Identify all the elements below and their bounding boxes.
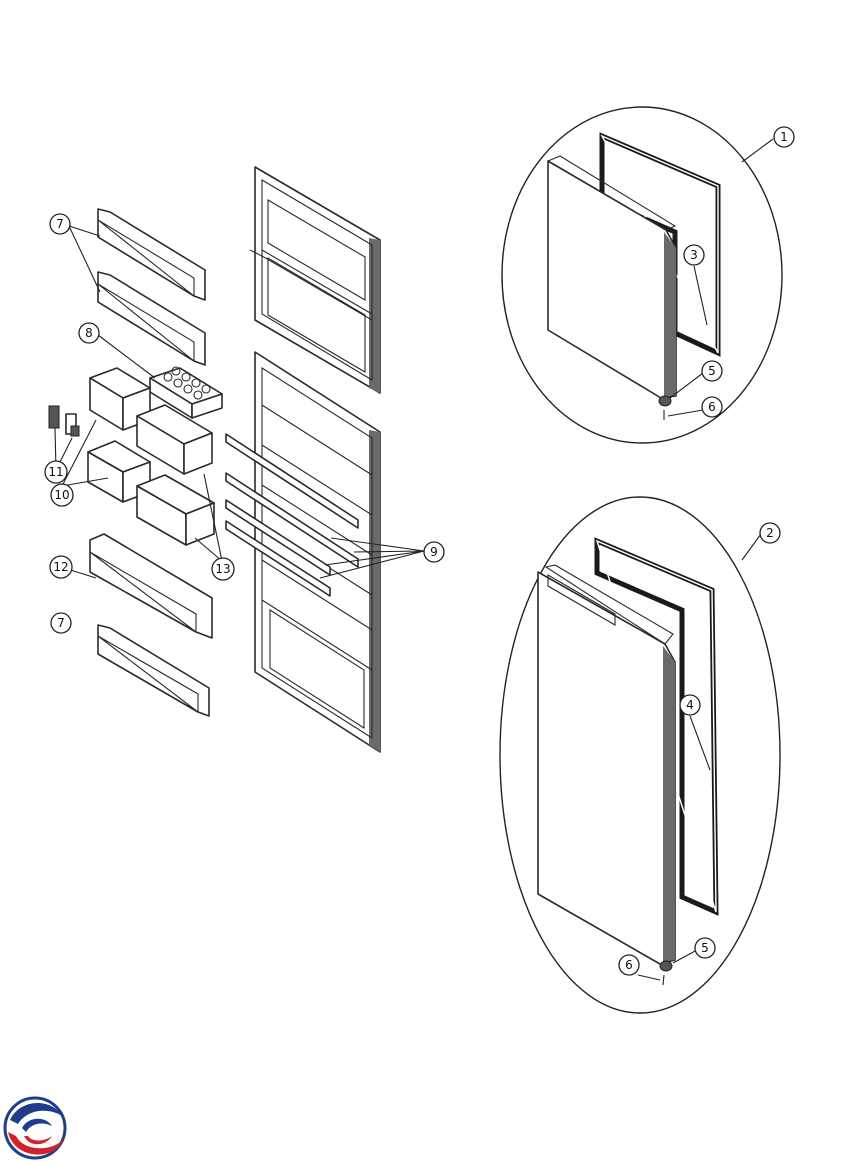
fridge-door-liner	[254, 351, 381, 753]
door-bars	[225, 433, 359, 597]
callout-7-lower: 7	[50, 612, 72, 634]
svg-text:5: 5	[701, 941, 709, 955]
svg-text:6: 6	[625, 958, 633, 972]
callout-11: 11	[44, 460, 68, 484]
callout-7-upper: 7	[49, 213, 71, 235]
svg-text:10: 10	[54, 488, 69, 502]
box-13-upper	[136, 404, 213, 475]
callout-1: 1	[773, 126, 795, 148]
box-13-lower	[136, 474, 215, 546]
svg-text:5: 5	[708, 364, 716, 378]
door-shelf-12	[89, 533, 213, 639]
callout-5-lower: 5	[694, 937, 716, 959]
svg-text:4: 4	[686, 698, 694, 712]
svg-text:12: 12	[53, 560, 68, 574]
svg-text:11: 11	[48, 465, 63, 479]
svg-text:7: 7	[57, 616, 65, 630]
callout-13: 13	[211, 557, 235, 581]
detail-fridge-door	[499, 496, 781, 1014]
callout-5-upper: 5	[701, 360, 723, 382]
callout-8: 8	[78, 322, 100, 344]
door-shelf-top	[97, 208, 206, 301]
svg-text:3: 3	[690, 248, 698, 262]
svg-text:13: 13	[215, 562, 230, 576]
svg-text:9: 9	[430, 545, 438, 559]
callout-2: 2	[759, 522, 781, 544]
callout-6-upper: 6	[701, 396, 723, 418]
freezer-door-liner	[249, 166, 381, 394]
egg-tray	[149, 366, 223, 419]
svg-text:1: 1	[780, 130, 788, 144]
callout-12: 12	[49, 555, 73, 579]
callout-6-lower: 6	[618, 954, 640, 976]
brand-swirl-icon	[3, 1096, 67, 1160]
callout-4: 4	[679, 694, 701, 716]
svg-text:2: 2	[766, 526, 774, 540]
svg-text:8: 8	[85, 326, 93, 340]
door-shelf-bottom	[97, 624, 210, 717]
callout-3: 3	[683, 244, 705, 266]
svg-text:6: 6	[708, 400, 716, 414]
door-shelf-second	[97, 271, 206, 366]
svg-text:7: 7	[56, 217, 64, 231]
detail-freezer-door	[501, 106, 783, 444]
hinge-parts	[48, 405, 80, 437]
callout-9: 9	[423, 541, 445, 563]
callout-10: 10	[50, 483, 74, 507]
